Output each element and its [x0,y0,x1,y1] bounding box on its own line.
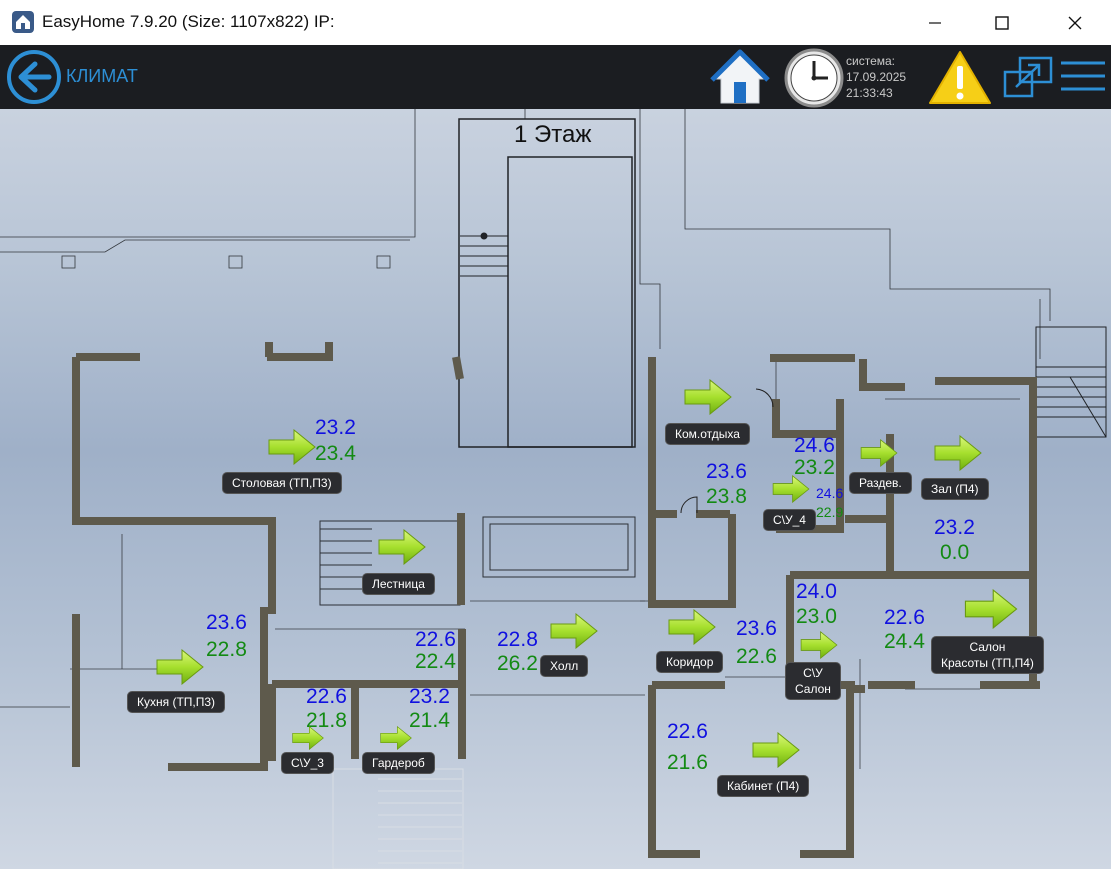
wardrobe-current: 21.4 [409,710,450,732]
extra-setpoint: 22.6 [415,629,456,651]
floor-title: 1 Этаж [514,121,591,149]
changing-room-current: 23.2 [794,457,835,479]
close-icon [1067,15,1083,31]
kitchen-mode-arrow-icon[interactable] [156,649,204,685]
salon-wc-setpoint: 24.0 [796,581,837,603]
menu-icon[interactable] [1059,59,1107,95]
floor-plan: 1 Этаж 23.2 23.4 Столовая (ТП,П3) Лестни… [0,109,1111,869]
maximize-button[interactable] [972,0,1032,45]
corridor-mode-arrow-icon[interactable] [668,609,716,645]
office-setpoint: 22.6 [667,721,708,743]
office-mode-arrow-icon[interactable] [752,732,800,768]
dining-mode-arrow-icon[interactable] [268,429,316,465]
wc4-current: 22.9 [816,505,843,520]
hall-p4-current: 0.0 [940,542,969,564]
room-label-hall-p4[interactable]: Зал (П4) [921,478,989,500]
room-label-changing-room[interactable]: Раздев. [849,472,912,494]
beauty-salon-current: 24.4 [884,631,925,653]
room-label-kitchen[interactable]: Кухня (ТП,П3) [127,691,225,713]
minimize-icon [927,15,943,31]
stairs-mode-arrow-icon[interactable] [378,529,426,565]
room-label-rest-room[interactable]: Ком.отдыха [665,423,750,445]
maximize-icon [994,15,1010,31]
hall-p4-setpoint: 23.2 [934,517,975,539]
wc3-setpoint: 22.6 [306,686,347,708]
system-time: 21:33:43 [846,86,893,100]
wardrobe-setpoint: 23.2 [409,686,450,708]
system-label: система: [846,54,895,68]
minimize-button[interactable] [905,0,965,45]
changing-room-setpoint: 24.6 [794,435,835,457]
corridor-setpoint: 23.6 [736,618,777,640]
beauty-salon-mode-arrow-icon[interactable] [964,589,1018,629]
wc4-mode-arrow-icon[interactable] [772,475,810,503]
room-label-dining[interactable]: Столовая (ТП,П3) [222,472,342,494]
close-button[interactable] [1045,0,1105,45]
corridor-current: 22.6 [736,646,777,668]
wc4-setpoint: 24.6 [816,486,843,501]
clock-icon [784,48,844,108]
system-date: 17.09.2025 [846,70,906,84]
rest-room-mode-arrow-icon[interactable] [684,379,732,415]
page-title: КЛИМАТ [66,66,138,87]
kitchen-setpoint: 23.6 [206,612,247,634]
salon-wc-current: 23.0 [796,606,837,628]
home-icon[interactable] [710,49,770,107]
app-header: КЛИМАТ система: 17.09.2025 21:33:43 [0,45,1111,109]
wardrobe-mode-arrow-icon[interactable] [380,726,412,750]
lobby-mode-arrow-icon[interactable] [550,613,598,649]
office-current: 21.6 [667,752,708,774]
warning-icon[interactable] [928,49,992,105]
beauty-salon-setpoint: 22.6 [884,607,925,629]
rest-room-current: 23.8 [706,486,747,508]
room-label-wardrobe[interactable]: Гардероб [362,752,435,774]
lobby-current: 26.2 [497,653,538,675]
salon-wc-mode-arrow-icon[interactable] [800,631,838,659]
room-label-salon-wc[interactable]: С\У Салон [785,662,841,700]
dining-current: 23.4 [315,443,356,465]
hall-p4-mode-arrow-icon[interactable] [934,435,982,471]
wc3-mode-arrow-icon[interactable] [292,726,324,750]
room-label-beauty-salon[interactable]: Салон Красоты (ТП,П4) [931,636,1044,674]
window-titlebar: EasyHome 7.9.20 (Size: 1107x822) IP: [0,0,1111,45]
room-label-wc4[interactable]: С\У_4 [763,509,816,531]
app-icon [12,11,34,33]
expand-window-icon[interactable] [1002,54,1056,100]
lobby-setpoint: 22.8 [497,629,538,651]
dining-setpoint: 23.2 [315,417,356,439]
room-label-wc3[interactable]: С\У_3 [281,752,334,774]
room-label-stairs[interactable]: Лестница [362,573,435,595]
window-title: EasyHome 7.9.20 (Size: 1107x822) IP: [42,12,335,32]
room-label-lobby[interactable]: Холл [540,655,588,677]
extra-current: 22.4 [415,651,456,673]
back-arrow-icon[interactable] [5,49,63,105]
room-label-office[interactable]: Кабинет (П4) [717,775,809,797]
changing-room-mode-arrow-icon[interactable] [860,439,898,467]
kitchen-current: 22.8 [206,639,247,661]
room-label-corridor[interactable]: Коридор [656,651,723,673]
rest-room-setpoint: 23.6 [706,461,747,483]
